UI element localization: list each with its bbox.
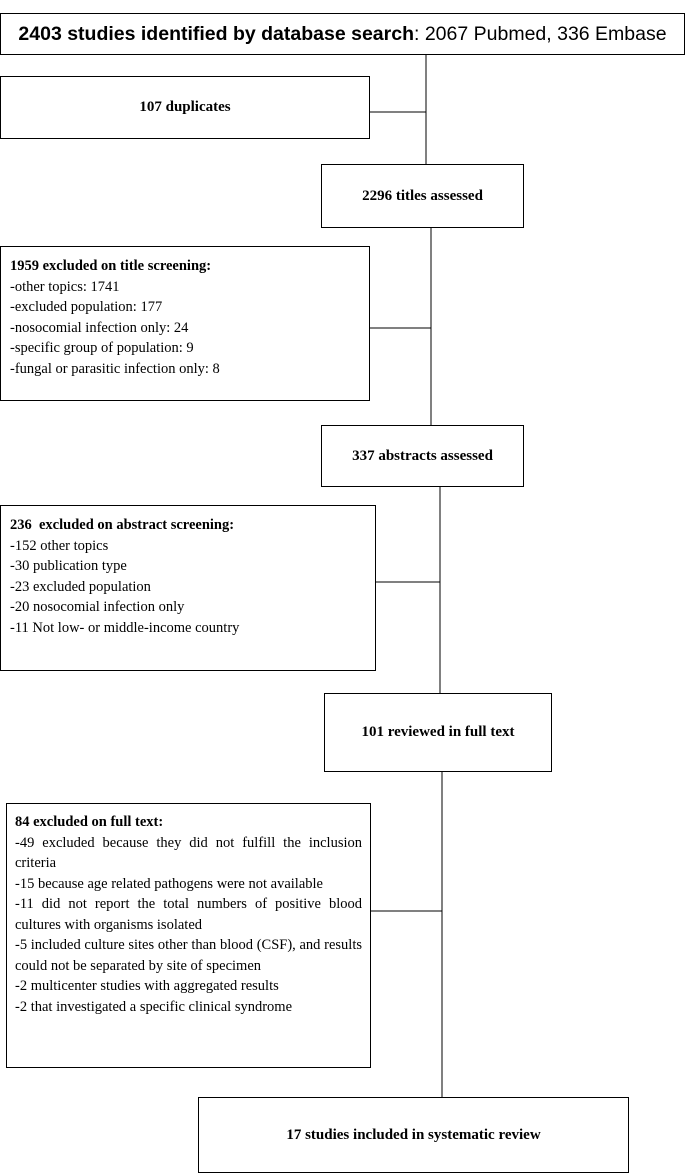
title-exclusion-item: -excluded population: 177 <box>10 299 163 315</box>
abstracts-assessed-label: 337 abstracts assessed <box>352 447 493 464</box>
abstract-exclusion-item: -20 nosocomial infection only <box>10 599 185 615</box>
fulltext-exclusion-item: -2 that investigated a specific clinical… <box>15 998 293 1015</box>
duplicates-label: 107 duplicates <box>139 99 231 115</box>
included-box: 17 studies included in systematic review <box>198 1097 629 1173</box>
abstract-exclusion-list: -152 other topics -30 publication type -… <box>10 536 375 639</box>
fulltext-reviewed-label: 101 reviewed in full text <box>361 724 515 740</box>
abstract-exclusion-item: -152 other topics <box>10 537 109 554</box>
abstract-exclusion-box: 236 excluded on abstract screening: -152… <box>0 505 376 671</box>
abstract-exclusion-item: -30 publication type <box>10 558 127 574</box>
abstract-exclusion-item: -11 Not low- or middle-income country <box>10 619 240 636</box>
fulltext-exclusion-heading: 84 excluded on full text: <box>15 814 164 830</box>
title-exclusion-item: -other topics: 1741 <box>10 278 120 295</box>
fulltext-reviewed-box: 101 reviewed in full text <box>324 693 552 772</box>
fulltext-exclusion-item: -49 excluded because they did not fulfil… <box>15 834 362 872</box>
identification-count: 2403 studies identified by database sear… <box>18 22 414 45</box>
title-exclusion-item: -fungal or parasitic infection only: 8 <box>10 360 220 377</box>
identification-box: 2403 studies identified by database sear… <box>0 13 685 55</box>
title-exclusion-list: -other topics: 1741 -excluded population… <box>10 277 369 380</box>
fulltext-exclusion-item: -2 multicenter studies with aggregated r… <box>15 978 279 994</box>
titles-assessed-box: 2296 titles assessed <box>321 164 524 228</box>
duplicates-box: 107 duplicates <box>0 76 370 139</box>
title-exclusion-box: 1959 excluded on title screening: -other… <box>0 246 370 401</box>
titles-assessed-label: 2296 titles assessed <box>362 187 483 204</box>
title-exclusion-item: -specific group of population: 9 <box>10 340 194 356</box>
fulltext-exclusion-list: -49 excluded because they did not fulfil… <box>15 833 362 1018</box>
abstract-exclusion-item: -23 excluded population <box>10 578 151 595</box>
title-exclusion-item: -nosocomial infection only: 24 <box>10 319 189 336</box>
identification-sources: : 2067 Pubmed, 336 Embase <box>414 22 667 45</box>
fulltext-exclusion-item: -5 included culture sites other than blo… <box>15 937 362 974</box>
included-label: 17 studies included in systematic review <box>286 1126 541 1143</box>
fulltext-exclusion-box: 84 excluded on full text: -49 excluded b… <box>6 803 371 1068</box>
abstract-exclusion-heading: 236 excluded on abstract screening: <box>10 517 235 533</box>
title-exclusion-heading: 1959 excluded on title screening: <box>10 258 212 274</box>
abstracts-assessed-box: 337 abstracts assessed <box>321 425 524 487</box>
fulltext-exclusion-item: -15 because age related pathogens were n… <box>15 875 323 892</box>
fulltext-exclusion-item: -11 did not report the total numbers of … <box>15 896 362 933</box>
